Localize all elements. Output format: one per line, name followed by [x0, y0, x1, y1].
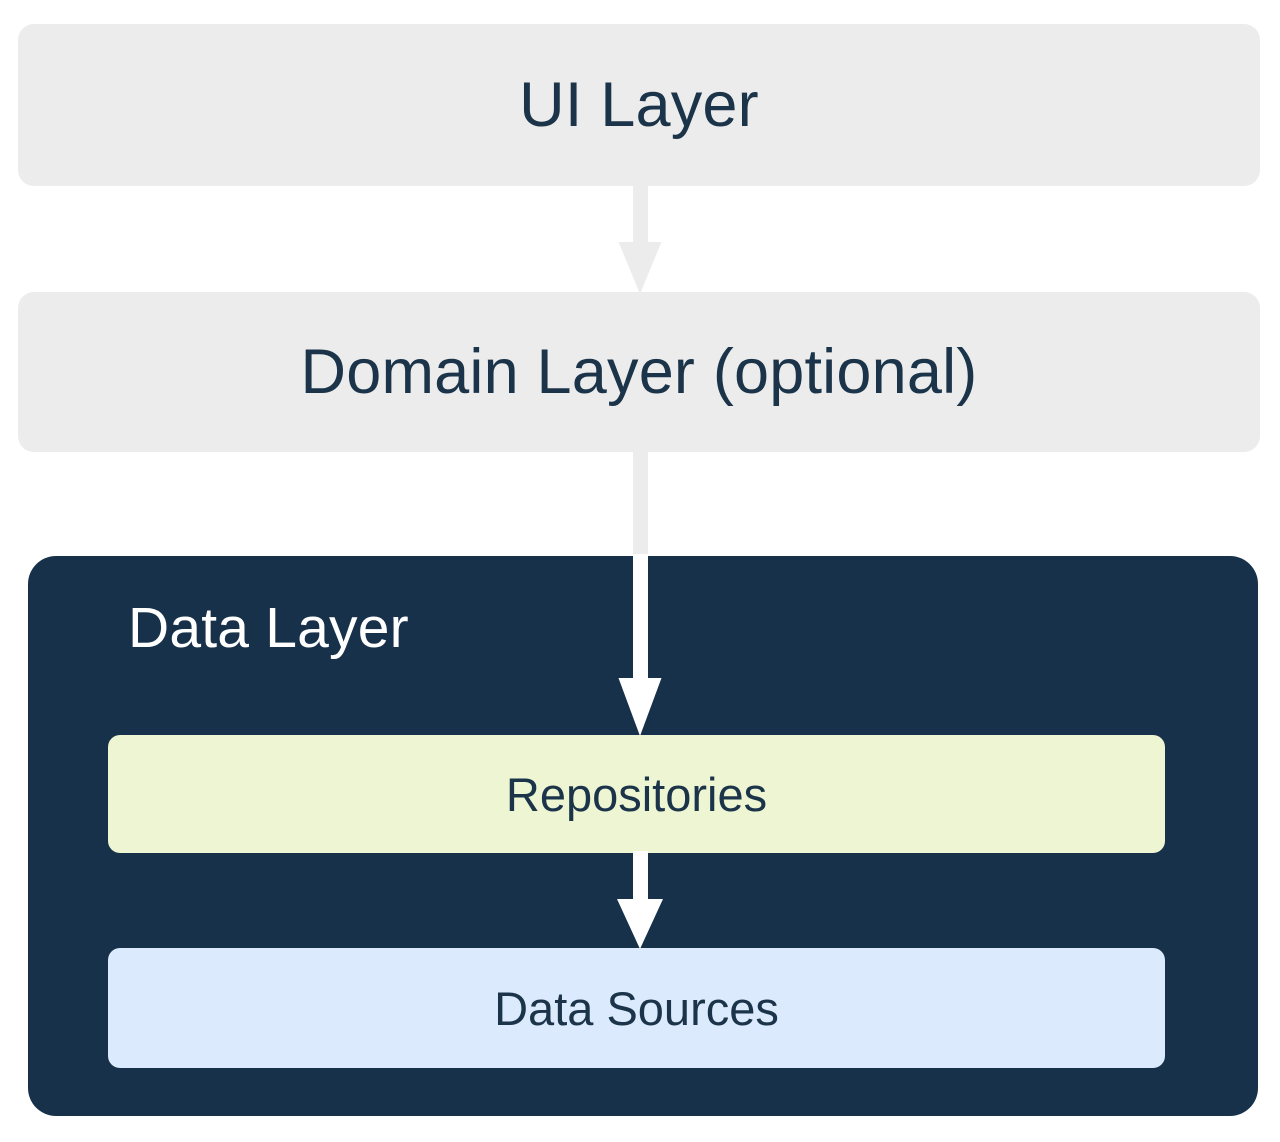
data-sources-box[interactable]: Data Sources: [108, 948, 1165, 1068]
ui-layer-box[interactable]: UI Layer: [18, 24, 1260, 186]
domain-layer-box[interactable]: Domain Layer (optional): [18, 292, 1260, 452]
repositories-box[interactable]: Repositories: [108, 735, 1165, 853]
arrow-ui-to-domain-icon: [618, 184, 662, 294]
arrow-domain-to-repositories-icon: [618, 450, 662, 736]
repositories-label: Repositories: [505, 767, 768, 821]
ui-layer-label: UI Layer: [519, 69, 759, 140]
arrow-repositories-to-data-sources-icon: [617, 851, 663, 949]
data-sources-label: Data Sources: [494, 981, 779, 1035]
data-layer-label: Data Layer: [128, 596, 409, 660]
domain-layer-label: Domain Layer (optional): [300, 336, 978, 407]
